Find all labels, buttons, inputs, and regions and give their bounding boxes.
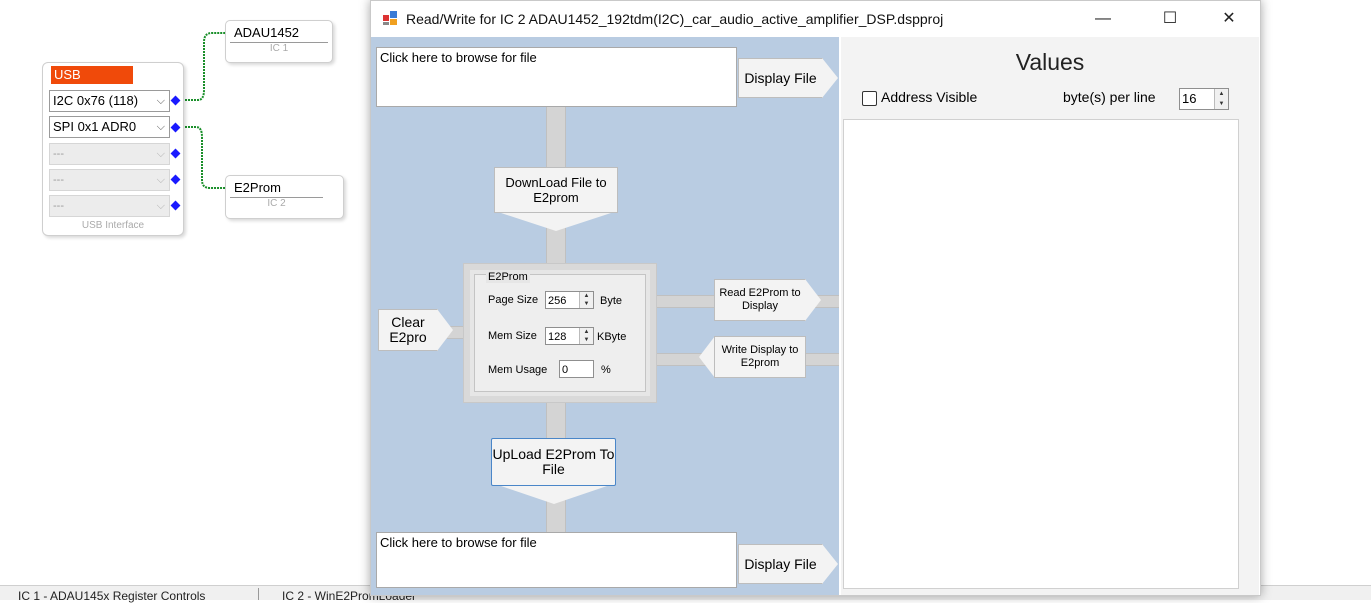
upload-label: UpLoad E2Prom To File (491, 438, 616, 486)
address-visible-checkbox[interactable] (862, 91, 877, 106)
download-to-e2prom-button[interactable]: DownLoad File to E2prom (494, 167, 620, 233)
arrow-right-icon (805, 279, 821, 321)
mem-size-spinner[interactable]: 128 ▲▼ (545, 327, 594, 345)
address-visible-label: Address Visible (881, 89, 978, 105)
page-size-label: Page Size (488, 294, 539, 306)
ic1-name: ADAU1452 (230, 24, 328, 43)
usb-row-i2c[interactable]: I2C 0x76 (118) ⌵ (49, 90, 170, 112)
spinner-arrows-icon[interactable]: ▲▼ (1214, 89, 1228, 109)
chevron-down-icon: ⌵ (156, 174, 165, 186)
usb-row-spi[interactable]: SPI 0x1 ADR0 ⌵ (49, 116, 170, 138)
maximize-button[interactable]: ☐ (1162, 10, 1178, 27)
usb-caption: USB Interface (81, 220, 145, 231)
usb-row-empty: --- ⌵ (49, 195, 170, 217)
port-connector-icon[interactable] (170, 174, 181, 185)
clear-e2prom-button[interactable]: Clear E2pro (378, 309, 468, 353)
page-size-unit: Byte (600, 295, 623, 307)
tab-ic1-register-controls[interactable]: IC 1 - ADAU145x Register Controls (18, 589, 206, 603)
usb-row-label: --- (53, 200, 64, 212)
read-label: Read E2Prom to Display (714, 279, 806, 321)
minimize-button[interactable]: — (1095, 10, 1111, 27)
mem-usage-unit: % (601, 364, 611, 376)
ic2-caption: IC 2 (267, 198, 286, 209)
page-size-spinner[interactable]: 256 ▲▼ (545, 291, 594, 309)
upload-to-file-button[interactable]: UpLoad E2Prom To File (491, 438, 617, 506)
display-file-button-bottom[interactable]: Display File (738, 544, 841, 584)
chevron-down-icon[interactable]: ⌵ (156, 121, 165, 133)
chevron-down-icon: ⌵ (156, 148, 165, 160)
port-connector-icon[interactable] (170, 200, 181, 211)
usb-row-label: SPI 0x1 ADR0 (53, 119, 137, 134)
top-file-browse-field[interactable]: Click here to browse for file (376, 47, 737, 107)
port-connector-icon[interactable] (170, 122, 181, 133)
arrow-right-icon (437, 309, 453, 351)
ic1-block[interactable]: ADAU1452 IC 1 (225, 20, 333, 63)
tab-divider (258, 588, 259, 600)
write-label: Write Display to E2prom (714, 336, 806, 378)
port-connector-icon[interactable] (170, 95, 181, 106)
read-write-dialog: Read/Write for IC 2 ADAU1452_192tdm(I2C)… (370, 0, 1261, 596)
port-connector-icon[interactable] (170, 148, 181, 159)
usb-interface-block[interactable]: USB I2C 0x76 (118) ⌵ SPI 0x1 ADR0 ⌵ --- … (42, 62, 184, 236)
flow-panel: Click here to browse for file Display Fi… (371, 37, 839, 595)
usb-row-label: --- (53, 174, 64, 186)
mem-size-label: Mem Size (488, 330, 537, 342)
bottom-file-browse-field[interactable]: Click here to browse for file (376, 532, 737, 588)
app-icon (383, 11, 397, 25)
bytes-per-line-label: byte(s) per line (1063, 89, 1156, 105)
usb-row-label: --- (53, 148, 64, 160)
write-display-button[interactable]: Write Display to E2prom (699, 336, 807, 378)
usb-row-empty: --- ⌵ (49, 169, 170, 191)
arrow-down-icon (501, 213, 611, 231)
e2prom-group-legend: E2Prom (486, 271, 530, 283)
bytes-per-line-value: 16 (1182, 91, 1197, 106)
spinner-arrows-icon[interactable]: ▲▼ (579, 328, 593, 344)
e2prom-group: E2Prom Page Size 256 ▲▼ Byte Mem Size 12… (463, 263, 657, 403)
arrow-left-icon (699, 336, 715, 378)
arrow-right-icon (822, 544, 838, 584)
arrow-right-icon (822, 58, 838, 98)
mem-usage-field: 0 (559, 360, 594, 378)
usb-row-label: I2C 0x76 (118) (53, 93, 139, 108)
mem-size-unit: KByte (597, 331, 627, 343)
ic2-block[interactable]: E2Prom IC 2 (225, 175, 344, 219)
usb-row-empty: --- ⌵ (49, 143, 170, 165)
ic1-caption: IC 1 (269, 43, 289, 54)
values-display-area[interactable] (843, 119, 1239, 589)
display-file-label: Display File (738, 544, 823, 584)
ic2-name: E2Prom (230, 179, 323, 198)
display-file-label: Display File (738, 58, 823, 98)
values-title: Values (1015, 49, 1085, 75)
mem-size-value: 128 (548, 331, 567, 343)
read-e2prom-button[interactable]: Read E2Prom to Display (714, 279, 829, 321)
display-file-button-top[interactable]: Display File (738, 58, 841, 98)
spinner-arrows-icon[interactable]: ▲▼ (579, 292, 593, 308)
arrow-down-icon (501, 486, 607, 504)
usb-title: USB (51, 66, 133, 84)
close-button[interactable]: ✕ (1222, 10, 1236, 27)
chevron-down-icon: ⌵ (156, 200, 165, 212)
download-label: DownLoad File to E2prom (494, 167, 618, 213)
mem-usage-label: Mem Usage (488, 364, 548, 376)
clear-label: Clear E2pro (378, 309, 438, 351)
chevron-down-icon[interactable]: ⌵ (156, 95, 165, 107)
bytes-per-line-spinner[interactable]: 16 ▲▼ (1179, 88, 1229, 110)
title-bar[interactable]: Read/Write for IC 2 ADAU1452_192tdm(I2C)… (371, 1, 1260, 37)
page-size-value: 256 (548, 295, 567, 307)
window-title: Read/Write for IC 2 ADAU1452_192tdm(I2C)… (406, 11, 944, 27)
